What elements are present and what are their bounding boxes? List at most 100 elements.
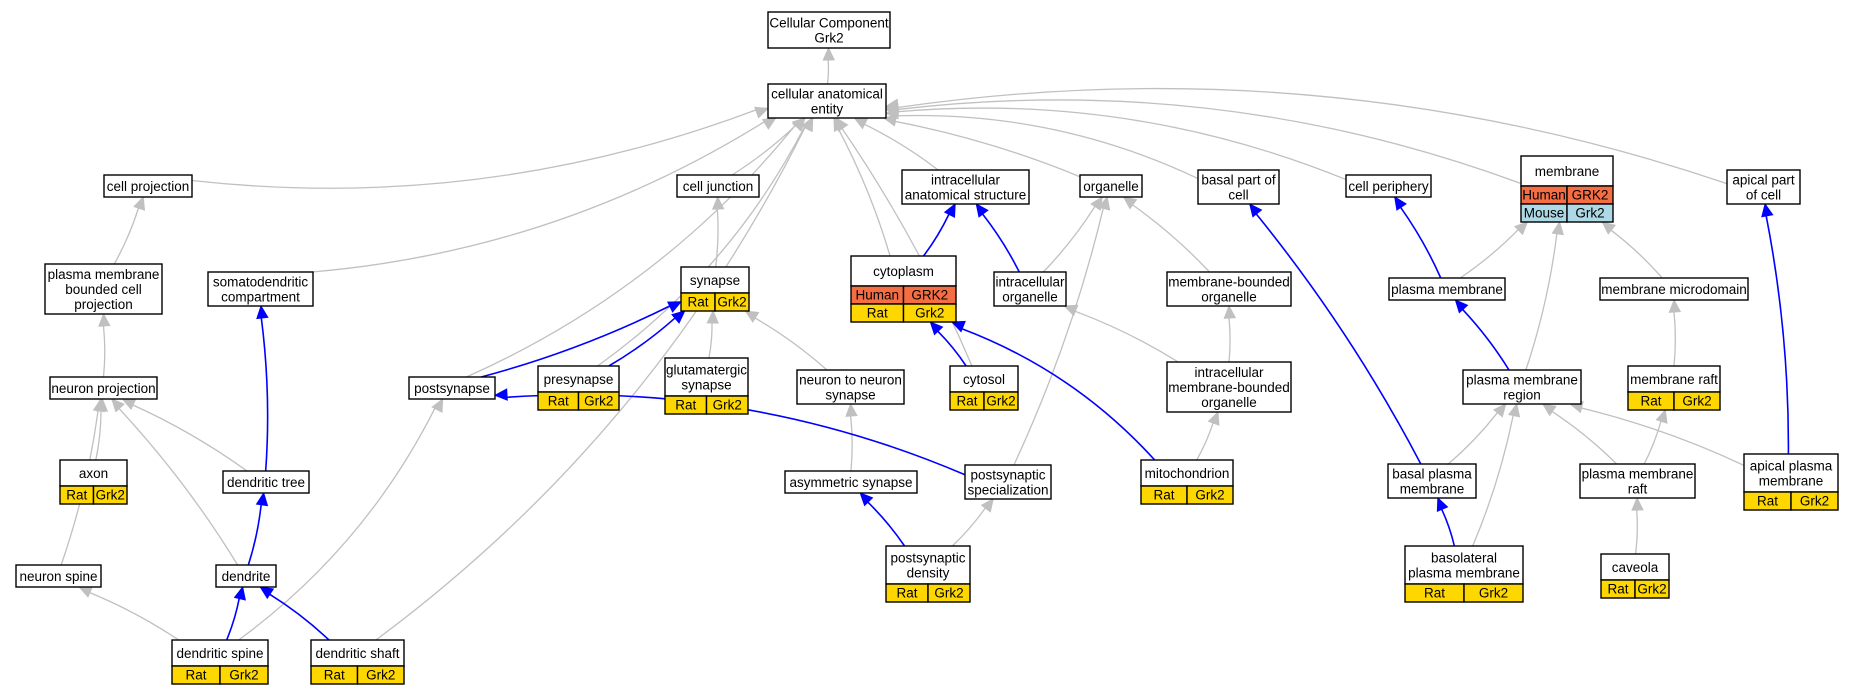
arrowhead-pss-to-organelle xyxy=(1098,195,1111,211)
node-label-box xyxy=(44,263,163,315)
edge-membrane-to-cae xyxy=(897,99,1522,185)
node-label-box xyxy=(964,464,1052,500)
arrowhead-dspine-to-dendrite xyxy=(233,585,246,601)
arrowhead-psd-to-asym xyxy=(859,492,874,507)
node-organelle[interactable]: organelle xyxy=(1079,174,1143,198)
arrowhead-pmregion-to-pm xyxy=(1454,299,1469,314)
node-neuronspine[interactable]: neuron spine xyxy=(15,564,102,588)
node-label-line: axon xyxy=(79,466,108,481)
species-label: Human xyxy=(1522,188,1566,203)
node-dtree[interactable]: dendritic tree xyxy=(222,470,310,494)
species-label: Rat xyxy=(548,394,569,409)
node-label-box xyxy=(1079,174,1143,198)
node-celljunction[interactable]: cell junction xyxy=(676,174,760,198)
arrowhead-dspine-to-neuronspine xyxy=(78,586,94,598)
node-memmicro[interactable]: membrane microdomain xyxy=(1599,277,1749,301)
gene-label: Grk2 xyxy=(915,306,944,321)
node-neuronproj[interactable]: neuron projection xyxy=(49,376,158,400)
node-label-line: membrane-bounded xyxy=(1168,380,1290,395)
node-label-box xyxy=(49,376,158,400)
node-label-box xyxy=(680,266,750,294)
gene-cell xyxy=(219,665,269,685)
edge-n2n-to-synapse xyxy=(754,317,828,371)
node-label-box xyxy=(310,639,405,667)
node-asym[interactable]: asymmetric synapse xyxy=(784,470,918,494)
graph-edges xyxy=(60,46,1790,641)
edge-pmregion-to-membrane xyxy=(1525,233,1558,371)
arrowhead-caveola-to-pmraft xyxy=(1631,496,1644,511)
node-postsynapse[interactable]: postsynapse xyxy=(408,376,496,400)
node-cellproj[interactable]: cell projection xyxy=(103,174,193,198)
edge-memraft-to-memmicro xyxy=(1673,311,1676,367)
gene-cell xyxy=(902,303,957,323)
node-label-line: caveola xyxy=(1612,560,1659,575)
edge-dshaft-to-dendrite xyxy=(269,593,330,641)
node-label-box xyxy=(784,470,918,494)
node-label-box xyxy=(1197,169,1280,205)
node-label-box xyxy=(993,271,1067,307)
edge-dspine-to-dendrite xyxy=(225,598,240,641)
node-label-line: of cell xyxy=(1746,188,1781,203)
node-label-box xyxy=(1404,545,1524,585)
gene-cell xyxy=(356,665,405,685)
node-label-box xyxy=(1579,463,1696,499)
node-label-line: membrane-bounded xyxy=(1168,275,1290,290)
edge-mito-to-cytoplasm xyxy=(961,328,1156,461)
edge-postsynapse-to-cae xyxy=(466,124,796,378)
arrowhead-imbo-to-intraorg xyxy=(1063,304,1079,317)
node-label-box xyxy=(408,376,496,400)
edge-intraorg-to-organelle xyxy=(1042,206,1096,273)
edge-dendrite-to-dtree xyxy=(247,504,262,566)
node-label-box xyxy=(1520,155,1614,187)
node-label-line: neuron spine xyxy=(19,569,97,584)
node-label-line: cell xyxy=(1228,188,1248,203)
node-pm[interactable]: plasma membrane xyxy=(1388,277,1506,301)
node-label-box xyxy=(1462,369,1582,405)
arrowhead-n2n-to-synapse xyxy=(744,310,760,323)
edge-basolat-to-basalpm xyxy=(1441,509,1456,547)
edge-pmregion-to-pm xyxy=(1462,308,1510,371)
node-cellperiph[interactable]: cell periphery xyxy=(1345,174,1432,198)
edge-cellperiph-to-cae xyxy=(897,107,1347,181)
arrowhead-somato-to-cae xyxy=(761,117,777,130)
gene-cell xyxy=(577,391,620,411)
node-label-line: cell projection xyxy=(107,179,190,194)
edge-dtree-to-somato xyxy=(260,317,269,472)
edge-memmicro-to-membrane xyxy=(1610,229,1663,279)
node-label-line: plasma membrane xyxy=(1582,467,1694,482)
node-label-box xyxy=(103,174,193,198)
node-dendrite[interactable]: dendrite xyxy=(215,564,277,588)
node-label-line: glutamatergic xyxy=(666,363,747,378)
node-label-line: basal part of xyxy=(1201,173,1276,188)
